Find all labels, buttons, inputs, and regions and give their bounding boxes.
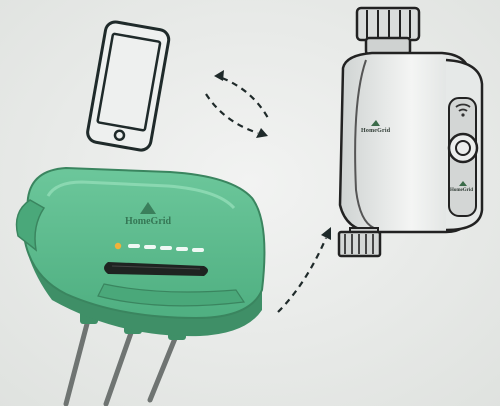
sensor-brand-logo: HomeGrid: [125, 216, 171, 227]
